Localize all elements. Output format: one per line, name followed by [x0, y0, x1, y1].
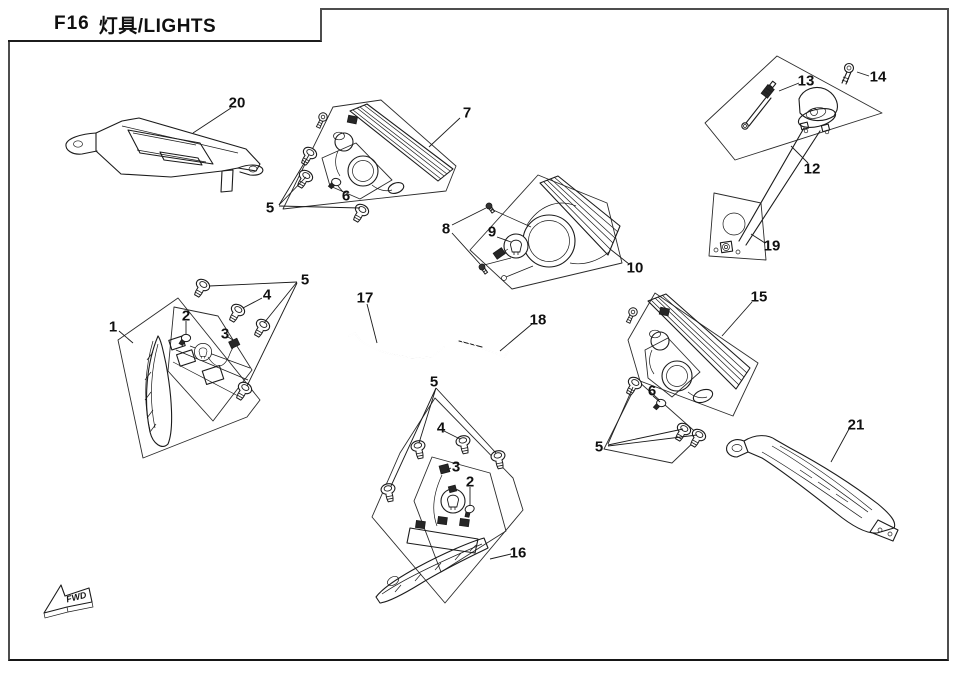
- leader-lines: [118, 71, 870, 560]
- headlight-assy-15: [603, 292, 759, 464]
- rod-18: [455, 340, 509, 358]
- signal-lamp-assy-1: [117, 276, 273, 459]
- bracket-20: [65, 117, 264, 193]
- page-code: F16: [54, 13, 90, 34]
- bracket-21: [726, 435, 899, 542]
- page-title: 灯具/LIGHTS: [98, 15, 217, 37]
- lamp-assy-12: [704, 55, 883, 261]
- fwd-label: FWD: [65, 590, 88, 605]
- headlight-assy-7: [282, 99, 457, 225]
- fwd-direction-arrow: FWD: [43, 584, 94, 619]
- tail-lamp-assy-16: [371, 397, 524, 604]
- rod-17: [348, 332, 445, 359]
- page-border: [8, 8, 949, 661]
- title-box: F16 灯具/LIGHTS: [8, 8, 322, 42]
- headlight-assy-10: [469, 174, 623, 290]
